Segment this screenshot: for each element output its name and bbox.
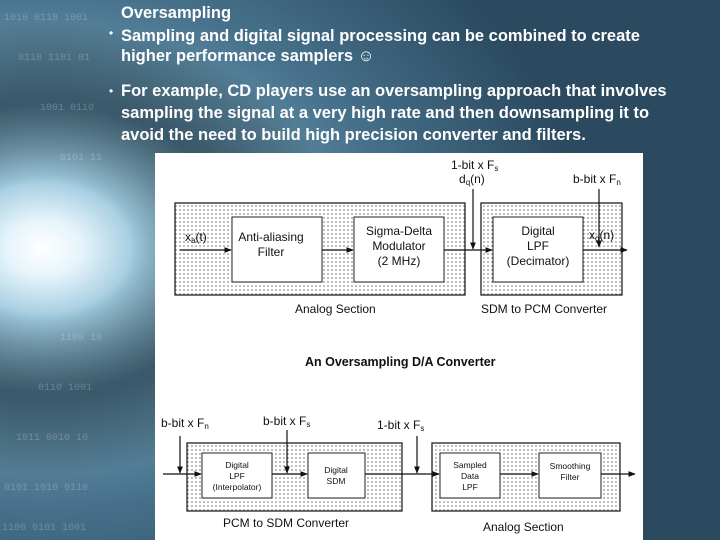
dac-digital-lpf-interpolator-block	[201, 452, 273, 499]
bullet-2-line-3: avoid the need to build high precision c…	[121, 126, 586, 144]
svg-text:1011 0010 10: 1011 0010 10	[16, 433, 88, 444]
dac-rate-3: 1-bit x Fs	[377, 418, 424, 433]
svg-text:0101 1010 0110: 0101 1010 0110	[4, 483, 88, 494]
adc-input-label: xa(t)	[185, 230, 207, 245]
svg-text:1001 0110: 1001 0110	[40, 103, 94, 114]
adc-output-label: xq(n)	[589, 228, 614, 243]
svg-text:1100 0101 1001: 1100 0101 1001	[2, 523, 86, 534]
adc-rate-top: 1-bit x Fs	[451, 158, 498, 173]
sigma-delta-modulator-block	[353, 216, 445, 283]
dac-pcm-to-sdm-caption: PCM to SDM Converter	[223, 516, 349, 530]
bullet-2-line-2: sampling the signal at a very high rate …	[121, 104, 650, 122]
svg-text:0110 1001: 0110 1001	[38, 383, 92, 394]
dac-diagram: b-bit x Fn b-bit x Fs 1-bit x Fs Digital…	[161, 414, 636, 534]
svg-text:0101 11: 0101 11	[60, 153, 102, 164]
dac-smoothing-filter-block	[538, 452, 602, 499]
svg-text:1010 0110 1001: 1010 0110 1001	[4, 13, 88, 24]
svg-text:0110 1101 01: 0110 1101 01	[18, 53, 90, 64]
anti-aliasing-filter-block	[231, 216, 323, 283]
bullet-1-line-1: Sampling and digital signal processing c…	[121, 27, 640, 45]
adc-sdm-to-pcm-caption: SDM to PCM Converter	[481, 302, 607, 316]
dac-sampled-data-lpf-block	[439, 452, 501, 499]
bullet-2-line-1: For example, CD players use an oversampl…	[121, 82, 667, 100]
dac-rate-2: b-bit x Fs	[263, 414, 310, 429]
bullet-marker-2: •	[109, 84, 114, 98]
digital-lpf-decimator-block	[492, 216, 584, 283]
dac-analog-section-caption: Analog Section	[483, 520, 564, 534]
dac-digital-sdm-block	[307, 452, 366, 499]
adc-analog-section-caption: Analog Section	[295, 302, 376, 316]
adc-dq-label: dq(n)	[459, 172, 485, 187]
adc-diagram: 1-bit x Fs dq(n) b-bit x Fn xa(t) xq(n) …	[174, 158, 628, 316]
svg-text:1100 10: 1100 10	[60, 333, 102, 344]
bullet-1-line-2: higher performance samplers ☺	[121, 47, 375, 65]
oversampling-converter-diagram: 1-bit x Fs dq(n) b-bit x Fn xa(t) xq(n) …	[155, 153, 643, 540]
adc-rate-right: b-bit x Fn	[573, 172, 621, 187]
slide-heading: Oversampling	[121, 4, 232, 22]
bullet-marker-1: •	[109, 26, 114, 40]
dac-title: An Oversampling D/A Converter	[305, 355, 496, 369]
dac-rate-1: b-bit x Fn	[161, 416, 209, 431]
